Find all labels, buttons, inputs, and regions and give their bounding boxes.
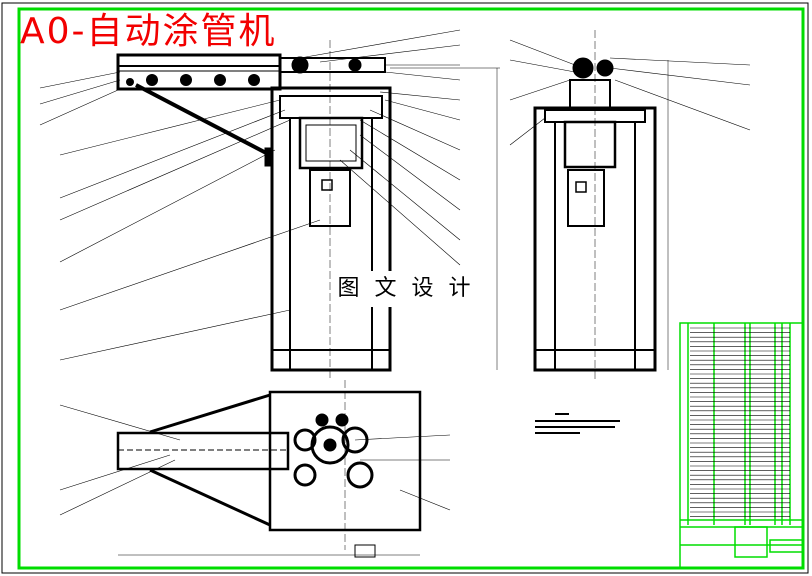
- technical-notes: [535, 413, 620, 434]
- side-view: [533, 30, 669, 380]
- parts-list-rows: [690, 327, 790, 517]
- parts-list-table: [679, 322, 804, 569]
- front-view: [116, 40, 500, 380]
- drawing-frame: [17, 7, 805, 570]
- top-view: [116, 380, 422, 558]
- watermark: 图 文 设 计: [333, 271, 479, 307]
- drawing-title: A0-自动涂管机: [20, 11, 277, 52]
